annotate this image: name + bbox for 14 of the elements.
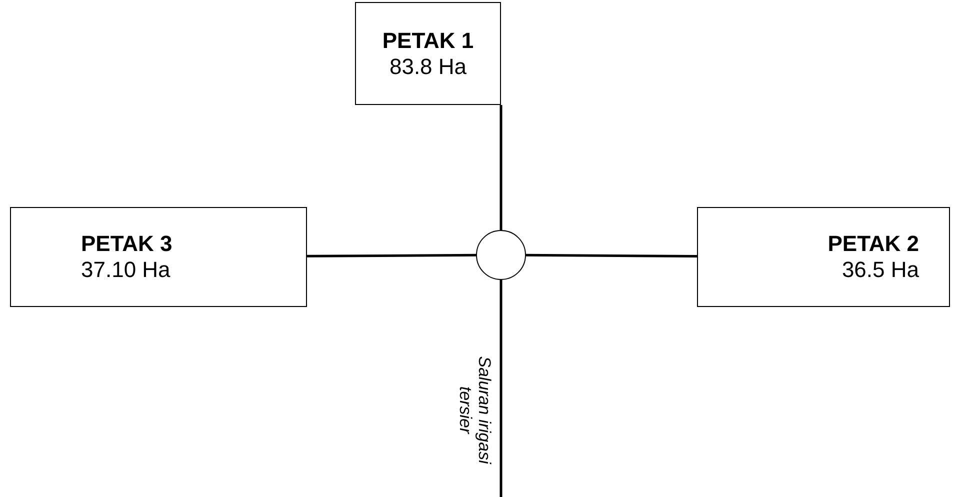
plot-box: [10, 207, 307, 307]
plot-title: PETAK 3: [81, 231, 172, 257]
plot-box: [697, 207, 950, 307]
area-text: 83.8 Ha: [389, 54, 467, 80]
plot-title: PETAK 2: [828, 231, 919, 257]
channel-line: [306, 254, 476, 258]
area-text: 37.10 Ha: [81, 257, 170, 283]
area-text: 36.5 Ha: [842, 257, 919, 283]
plot-title: PETAK 1: [382, 28, 474, 54]
channel-line: [500, 280, 502, 497]
channel-line: [500, 105, 502, 230]
junction-circle: [476, 230, 526, 280]
channel-line: [526, 254, 697, 258]
plot-box: [355, 2, 501, 105]
